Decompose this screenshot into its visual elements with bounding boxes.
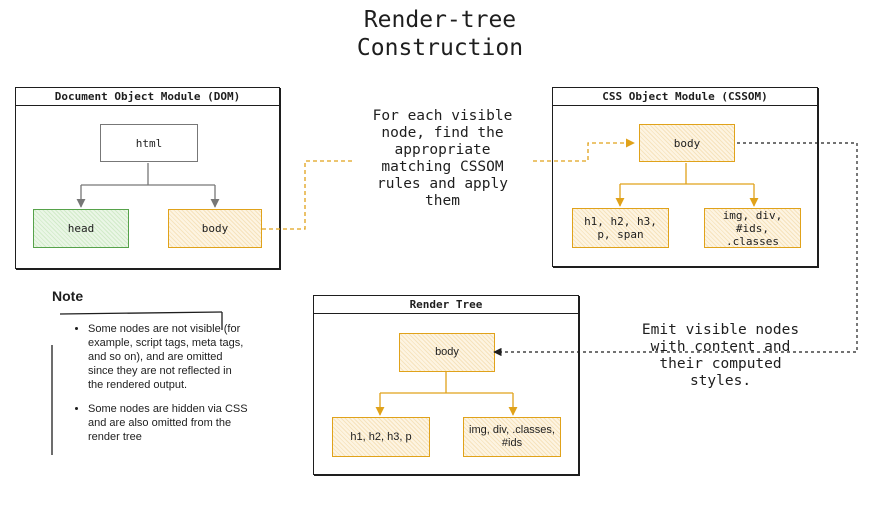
dom-panel-title: Document Object Module (DOM) <box>16 88 279 106</box>
cssom-to-render-connector <box>493 142 858 357</box>
cssom-text-node: h1, h2, h3, p, span <box>572 208 669 248</box>
dom-panel: Document Object Module (DOM) html head b… <box>15 87 280 269</box>
emit-caption: Emit visible nodes with content and thei… <box>641 322 800 389</box>
dom-to-cssom-connector <box>262 160 355 230</box>
note-item: Some nodes are hidden via CSS and are al… <box>88 402 248 444</box>
render-tree-panel-title: Render Tree <box>314 296 578 314</box>
dom-to-cssom-connector-end <box>533 138 635 162</box>
render-tree-edges <box>375 372 518 416</box>
dom-tree-edges <box>76 163 220 208</box>
matching-caption: For each visible node, find the appropri… <box>372 108 513 209</box>
render-body-node: body <box>399 333 495 372</box>
diagram-title: Render-tree Construction <box>356 7 524 61</box>
dom-html-node: html <box>100 124 198 162</box>
note-list: Some nodes are not visible (for example,… <box>68 322 248 454</box>
note-item: Some nodes are not visible (for example,… <box>88 322 248 392</box>
cssom-media-node: img, div, #ids, .classes <box>704 208 801 248</box>
note-bracket <box>51 311 223 455</box>
cssom-tree-edges <box>615 163 759 207</box>
render-media-node: img, div, .classes, #ids <box>463 417 561 457</box>
render-text-node: h1, h2, h3, p <box>332 417 430 457</box>
dom-head-node: head <box>33 209 129 248</box>
cssom-panel-title: CSS Object Module (CSSOM) <box>553 88 817 106</box>
note-heading: Note <box>52 288 84 304</box>
dom-body-node: body <box>168 209 262 248</box>
render-tree-panel: Render Tree body h1, h2, h3, p img, div,… <box>313 295 579 475</box>
cssom-body-node: body <box>639 124 735 162</box>
cssom-panel: CSS Object Module (CSSOM) body h1, h2, h… <box>552 87 818 267</box>
